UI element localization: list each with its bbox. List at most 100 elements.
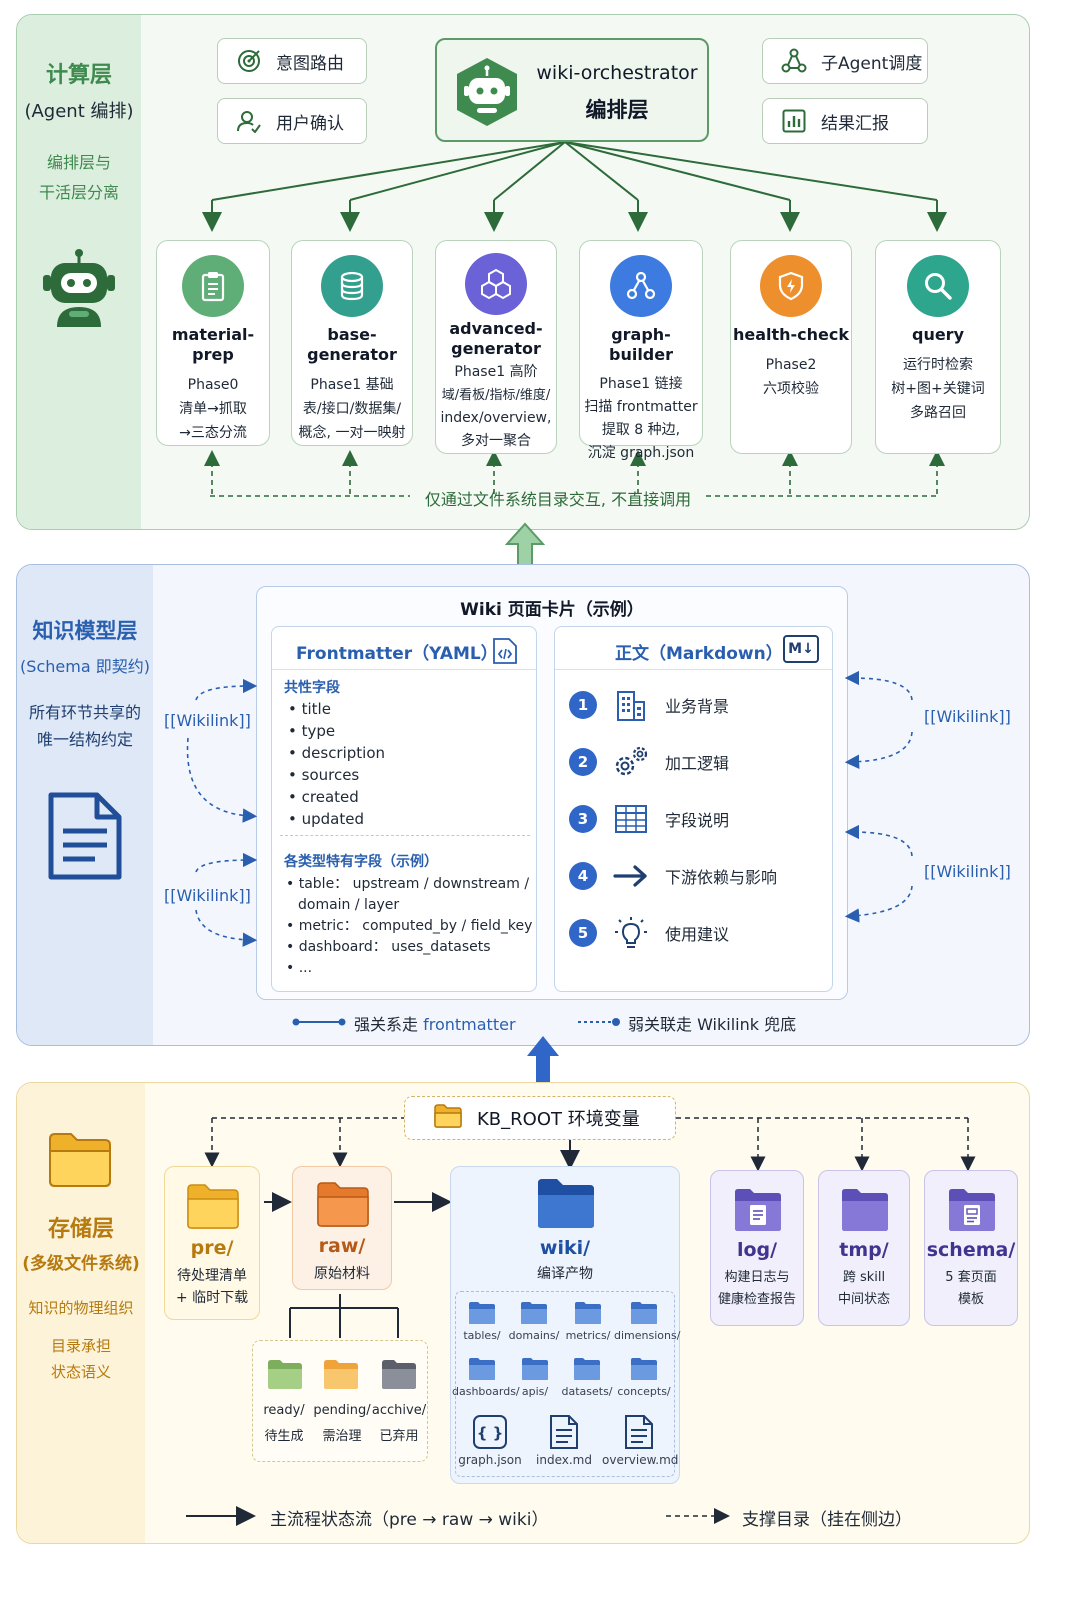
- body-step-1: 1 业务背景: [569, 685, 729, 725]
- compute-connectors: [202, 141, 947, 497]
- knowledge-layer-desc-2: 唯一结构约定: [36, 730, 133, 749]
- raw-folder-box: raw/ 原始材料: [292, 1166, 392, 1290]
- pending-folder-desc: 需治理: [322, 1429, 362, 1444]
- markdown-panel: 正文（Markdown） M↓ 1 业务背景 2 加工逻辑 3 字段说明 4: [554, 626, 833, 992]
- storage-layer-desc-1: 知识的物理组织: [28, 1299, 134, 1317]
- knowledge-layer-rail: 知识模型层 (Schema 即契约) 所有环节共享的 唯一结构约定: [17, 565, 153, 1045]
- bar-chart-icon: [781, 108, 807, 134]
- step-label: 加工逻辑: [665, 754, 730, 773]
- database-icon: [321, 255, 383, 317]
- compute-layer-title: 计算层: [45, 63, 112, 88]
- storage-layer-title: 存储层: [47, 1217, 114, 1242]
- field-item: updated: [301, 810, 364, 828]
- compute-layer-rail: 计算层 (Agent 编排) 编排层与 干活层分离: [17, 15, 141, 529]
- step-label: 字段说明: [665, 811, 730, 830]
- file-label: index.md: [536, 1453, 592, 1467]
- pre-folder-desc-1: 待处理清单: [177, 1268, 247, 1284]
- lightbulb-icon: [611, 913, 651, 953]
- folder-icon: [522, 1358, 548, 1380]
- agent-line: 域/看板/指标/维度/: [441, 388, 551, 403]
- agent-name: query: [911, 325, 964, 344]
- document-icon: [47, 791, 123, 881]
- raw-children-box: ready/ 待生成 pending/ 需治理 acchive/ 已弃用: [252, 1340, 428, 1462]
- agent-line: Phase1 高阶: [454, 364, 538, 380]
- tmp-folder-desc-1: 跨 skill: [842, 1270, 886, 1285]
- field-item: description: [301, 744, 386, 762]
- legend-support-dirs: 支撑目录（挂在侧边）: [742, 1510, 912, 1530]
- markdown-badge-icon: M↓: [783, 635, 819, 663]
- log-folder-name: log/: [736, 1239, 778, 1261]
- schema-folder-box: schema/ 5 套页面 模板: [924, 1170, 1018, 1326]
- agent-line: index/overview,: [440, 410, 552, 426]
- specific-fields-list: • table： upstream / downstream / domain …: [286, 876, 533, 976]
- folder-icon: [433, 1103, 463, 1133]
- log-folder-desc-2: 健康检查报告: [717, 1292, 796, 1307]
- orchestrator-name: wiki-orchestrator: [536, 62, 698, 84]
- wiki-file-overview-md: overview.md: [602, 1414, 678, 1467]
- wikilink-label-right-1: [[Wikilink]]: [924, 707, 1011, 726]
- wiki-subfolder-metrics: metrics/: [562, 1300, 614, 1342]
- agent-line: 运行时检索: [903, 357, 973, 373]
- agent-line: Phase1 链接: [599, 376, 683, 392]
- agent-line: 树+图+关键词: [891, 381, 985, 397]
- agent-card-query: query 运行时检索 树+图+关键词 多路召回: [875, 240, 1001, 454]
- body-step-4: 4 下游依赖与影响: [569, 856, 777, 896]
- agent-line: 表/接口/数据集/: [302, 401, 402, 417]
- agent-line: Phase0: [187, 377, 239, 393]
- agent-name: material-prep: [171, 325, 255, 364]
- archive-folder-desc: 已弃用: [379, 1429, 419, 1444]
- body-step-5: 5 使用建议: [569, 913, 729, 953]
- wiki-subfolder-domains: domains/: [508, 1300, 560, 1342]
- agent-card-advanced-generator: advanced- generator Phase1 高阶 域/看板/指标/维度…: [435, 240, 557, 454]
- ready-folder-desc: 待生成: [264, 1429, 304, 1444]
- target-icon: [236, 48, 262, 74]
- archive-folder-name: acchive/: [371, 1403, 427, 1418]
- wiki-subfolder-datasets: datasets/: [560, 1356, 614, 1398]
- storage-connectors: [186, 1117, 976, 1526]
- folder-icon: [324, 1360, 358, 1389]
- wiki-subfolder-concepts: concepts/: [616, 1356, 672, 1398]
- agent-line: →三态分流: [179, 425, 247, 441]
- common-fields-heading: 共性字段: [284, 680, 340, 696]
- agent-card-material-prep: material-prep Phase0 清单→抓取 →三态分流: [156, 240, 270, 446]
- frontmatter-panel: Frontmatter（YAML） 共性字段 • title • type • …: [271, 626, 537, 992]
- folder-icon: [185, 1181, 241, 1235]
- agent-card-health-check: health-check Phase2 六项校验: [730, 240, 852, 454]
- agent-name: advanced- generator: [449, 319, 543, 358]
- wiki-file-index-md: index.md: [534, 1414, 594, 1467]
- frontmatter-title: Frontmatter（YAML）: [296, 644, 498, 664]
- log-folder-desc-1: 构建日志与: [724, 1270, 790, 1285]
- user-check-icon: [236, 108, 262, 134]
- knowledge-layer-title: 知识模型层: [32, 619, 138, 643]
- agent-name: graph-builder: [608, 325, 673, 364]
- subfolder-label: dimensions/: [614, 1329, 681, 1342]
- folder-icon: [535, 1175, 597, 1235]
- specific-field-item: domain / layer: [298, 897, 400, 913]
- subagent-dispatch-label: 子Agent调度: [821, 53, 923, 74]
- folder-icon: [840, 1185, 890, 1237]
- schema-folder-desc-2: 模板: [957, 1292, 984, 1307]
- wiki-subfolder-tables: tables/: [456, 1300, 508, 1342]
- code-file-icon: [492, 637, 518, 665]
- file-label: graph.json: [458, 1453, 522, 1467]
- specific-field-item: metric： computed_by / field_key: [298, 918, 533, 934]
- subfolder-label: datasets/: [561, 1385, 613, 1398]
- user-confirm-label: 用户确认: [276, 113, 344, 134]
- table-grid-icon: [611, 799, 651, 839]
- folder-icon: [268, 1360, 302, 1389]
- specific-field-item: table： upstream / downstream /: [298, 876, 530, 892]
- pre-folder-desc-2: + 临时下载: [175, 1290, 249, 1306]
- subfolder-label: tables/: [463, 1329, 501, 1342]
- folder-icon: [47, 1129, 113, 1189]
- specific-field-item: dashboard： uses_datasets: [298, 939, 491, 955]
- kb-root-box: KB_ROOT 环境变量: [404, 1096, 676, 1140]
- specific-field-item: ...: [298, 960, 313, 976]
- body-step-2: 2 加工逻辑: [569, 742, 729, 782]
- subfolder-label: apis/: [521, 1385, 549, 1398]
- storage-layer-rail: 存储层 (多级文件系统) 知识的物理组织 目录承担 状态语义: [17, 1083, 145, 1543]
- frontmatter-section-divider: [280, 835, 530, 836]
- schema-file-folder-icon: [947, 1185, 997, 1237]
- wiki-folder-desc: 编译产物: [537, 1266, 593, 1282]
- subfolder-label: concepts/: [617, 1385, 671, 1398]
